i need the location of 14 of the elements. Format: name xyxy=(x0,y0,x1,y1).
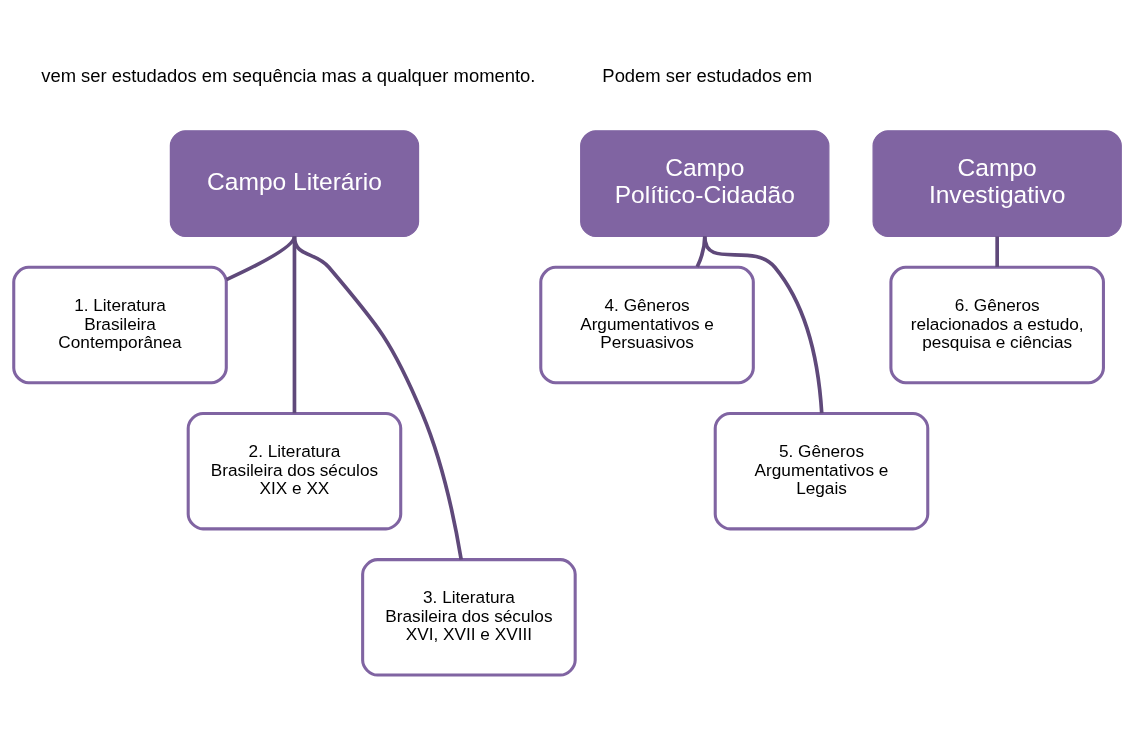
node-box: Campo Político-Cidadão xyxy=(580,130,830,238)
node-box: 3. Literatura Brasileira dos séculos XVI, XVII e XVIII xyxy=(361,558,577,677)
node-box: 4. Gêneros Argumentativos e Persuasivos xyxy=(539,265,755,385)
connector xyxy=(995,236,999,267)
node-box: 6. Gêneros relacionados a estudo, pesquisa e ciências xyxy=(889,265,1105,385)
connector xyxy=(702,236,824,414)
label: vem ser estudados em sequência mas a qualquer momento. xyxy=(41,65,536,87)
node-box: 5. Gêneros Argumentativos e Legais xyxy=(713,411,930,531)
node-box: 1. Literatura Brasileira Contemporânea xyxy=(12,265,228,385)
node-box: Campo Investigativo xyxy=(872,130,1122,238)
node-box: 2. Literatura Brasileira dos séculos XIX e XX xyxy=(186,411,403,531)
label: Podem ser estudados em xyxy=(602,65,813,87)
connector xyxy=(292,236,463,560)
node-box: Campo Literário xyxy=(169,130,420,238)
